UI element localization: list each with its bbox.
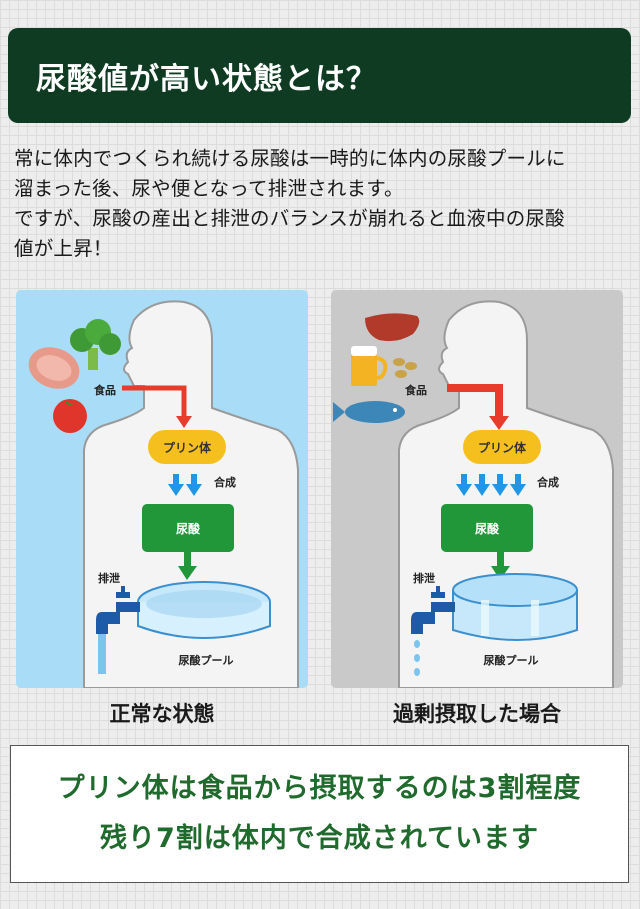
tomato-icon — [53, 399, 87, 433]
excess-intake-diagram: 食品 プリン体 合成 尿酸 — [331, 290, 623, 688]
normal-state-diagram: 食品 プリン体 合成 尿酸 排泄 尿酸プ — [16, 290, 308, 688]
excretion-label: 排泄 — [98, 571, 120, 585]
uric-acid-pool — [452, 573, 578, 641]
uric-acid-label: 尿酸 — [176, 521, 201, 536]
intro-line: 常に体内でつくられ続ける尿酸は一時的に体内の尿酸プールに — [14, 147, 566, 170]
meat-icon — [28, 347, 80, 389]
intake-arrow — [122, 385, 187, 418]
food-label: 食品 — [94, 383, 116, 397]
uric-acid-label: 尿酸 — [475, 521, 500, 536]
pool-label: 尿酸プール — [179, 653, 234, 667]
synthesis-label: 合成 — [537, 475, 559, 489]
beer-icon — [351, 346, 388, 386]
fish-icon — [333, 401, 405, 423]
excess-intake-caption: 過剰摂取した場合 — [393, 702, 561, 726]
excess-diagram-svg: 食品 プリン体 合成 尿酸 — [333, 300, 614, 688]
intro-line: ですが、尿酸の産出と排泄のバランスが崩れると血液中の尿酸 — [14, 207, 565, 230]
synthesis-arrows — [456, 474, 526, 496]
synthesis-label: 合成 — [214, 475, 236, 489]
purine-label: プリン体 — [478, 440, 527, 455]
synthesis-arrows — [168, 474, 202, 496]
faucet-icon — [411, 586, 455, 676]
uric-acid-arrow — [178, 566, 197, 580]
uric-acid-box — [142, 504, 234, 552]
liver-icon — [365, 313, 420, 342]
excretion-label: 排泄 — [413, 571, 435, 585]
intake-arrow — [447, 384, 503, 418]
page-title: 尿酸値が高い状態とは？ — [36, 61, 377, 97]
summary-line-2: 残り7割は体内で合成されています — [100, 823, 539, 854]
intro-line: 値が上昇！ — [14, 237, 113, 260]
normal-state-caption: 正常な状態 — [109, 702, 215, 726]
broccoli-icon — [70, 319, 121, 370]
food-label: 食品 — [405, 383, 427, 397]
title-banner: 尿酸値が高い状態とは？ — [8, 28, 631, 123]
summary-line-1: プリン体は食品から摂取するのは3割程度 — [57, 773, 582, 804]
purine-label: プリン体 — [163, 440, 212, 455]
uric-acid-arrow — [491, 566, 510, 580]
purine-box — [463, 430, 541, 464]
intro-text: 常に体内でつくられ続ける尿酸は一時的に体内の尿酸プールに 溜まった後、尿や便とな… — [14, 144, 630, 264]
intro-line: 溜まった後、尿や便となって排泄されます。 — [14, 177, 404, 200]
normal-diagram-svg: 食品 プリン体 合成 尿酸 排泄 尿酸プ — [28, 300, 299, 688]
uric-acid-box — [441, 504, 533, 552]
faucet-icon — [96, 586, 140, 674]
pool-label: 尿酸プール — [484, 653, 539, 667]
uric-acid-pool — [137, 581, 271, 639]
purine-box — [148, 430, 226, 464]
beans-icon — [393, 358, 417, 378]
summary-box: プリン体は食品から摂取するのは3割程度 残り7割は体内で合成されています — [10, 745, 629, 883]
